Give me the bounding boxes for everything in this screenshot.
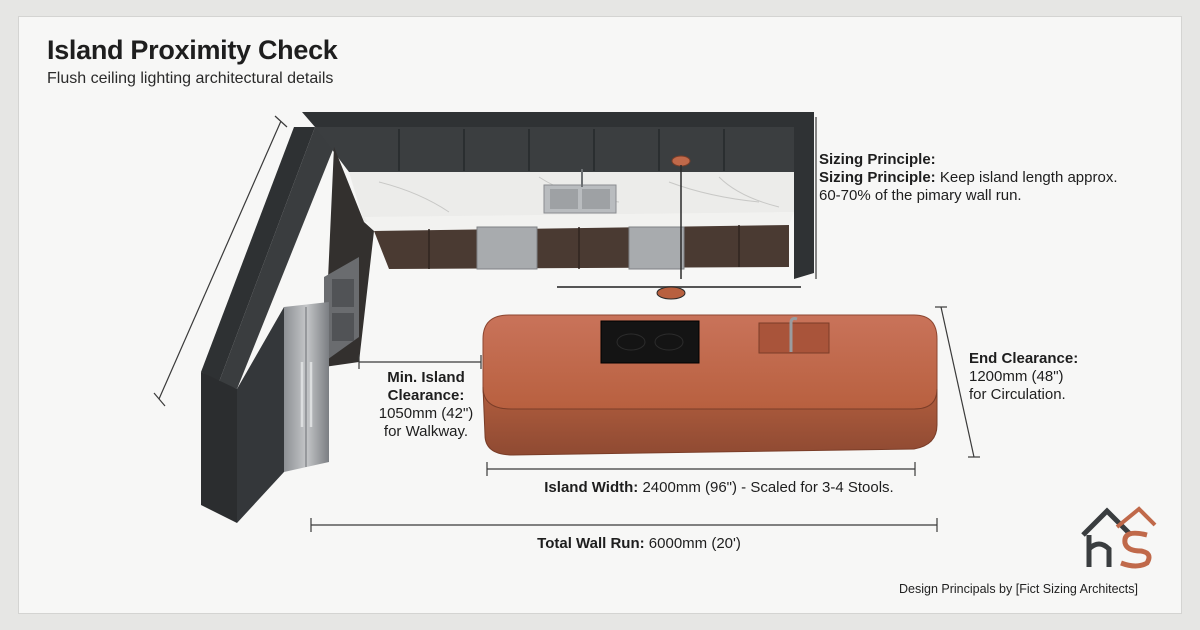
- end-clearance-label: End Clearance:: [969, 350, 1079, 367]
- clearance-value: 1050mm (42"): [378, 405, 474, 422]
- upper-cabinets: [302, 112, 814, 279]
- sizing-principle-note: Sizing Principle: Sizing Principle: Keep…: [819, 151, 1119, 205]
- end-clearance-value: 1200mm (48"): [969, 368, 1064, 385]
- sizing-label: Sizing Principle:: [819, 169, 936, 186]
- credit-line: Design Principals by [Fict Sizing Archit…: [899, 582, 1138, 596]
- total-wall-label: Total Wall Run:: [537, 535, 645, 552]
- island-width-label: Island Width:: [544, 479, 639, 496]
- pendant-light: [557, 155, 801, 300]
- end-clearance-text: for Circulation.: [969, 386, 1066, 403]
- kitchen-illustration: [153, 112, 980, 532]
- end-clearance-note: End Clearance: 1200mm (48") for Circulat…: [969, 350, 1099, 404]
- clearance-label: Min. Island Clearance:: [387, 369, 465, 404]
- diagram-card: Island Proximity Check Flush ceiling lig…: [18, 16, 1182, 614]
- sizing-heading: Sizing Principle:: [819, 151, 936, 168]
- min-clearance-note: Min. Island Clearance: 1050mm (42") for …: [361, 369, 491, 441]
- island-width-note: Island Width: 2400mm (96") - Scaled for …: [519, 479, 919, 497]
- island: [482, 314, 938, 456]
- page-subtitle: Flush ceiling lighting architectural det…: [47, 70, 334, 87]
- lower-cabinets: [374, 225, 789, 270]
- left-wall-cabinets: [201, 127, 334, 523]
- side-cabinets: [324, 147, 374, 367]
- back-counter: [349, 169, 794, 231]
- architect-logo-icon: [1081, 506, 1157, 569]
- sizing-text: Keep island length approx. 60-70% of the…: [819, 169, 1118, 204]
- clearance-note: for Walkway.: [383, 423, 469, 440]
- island-width-text: 2400mm (96") - Scaled for 3-4 Stools.: [638, 479, 894, 496]
- dimension-lines: [153, 115, 980, 532]
- fridge: [237, 302, 329, 523]
- total-wall-text: 6000mm (20'): [644, 535, 741, 552]
- page-title: Island Proximity Check: [47, 35, 338, 65]
- total-wall-run-note: Total Wall Run: 6000mm (20'): [499, 535, 779, 553]
